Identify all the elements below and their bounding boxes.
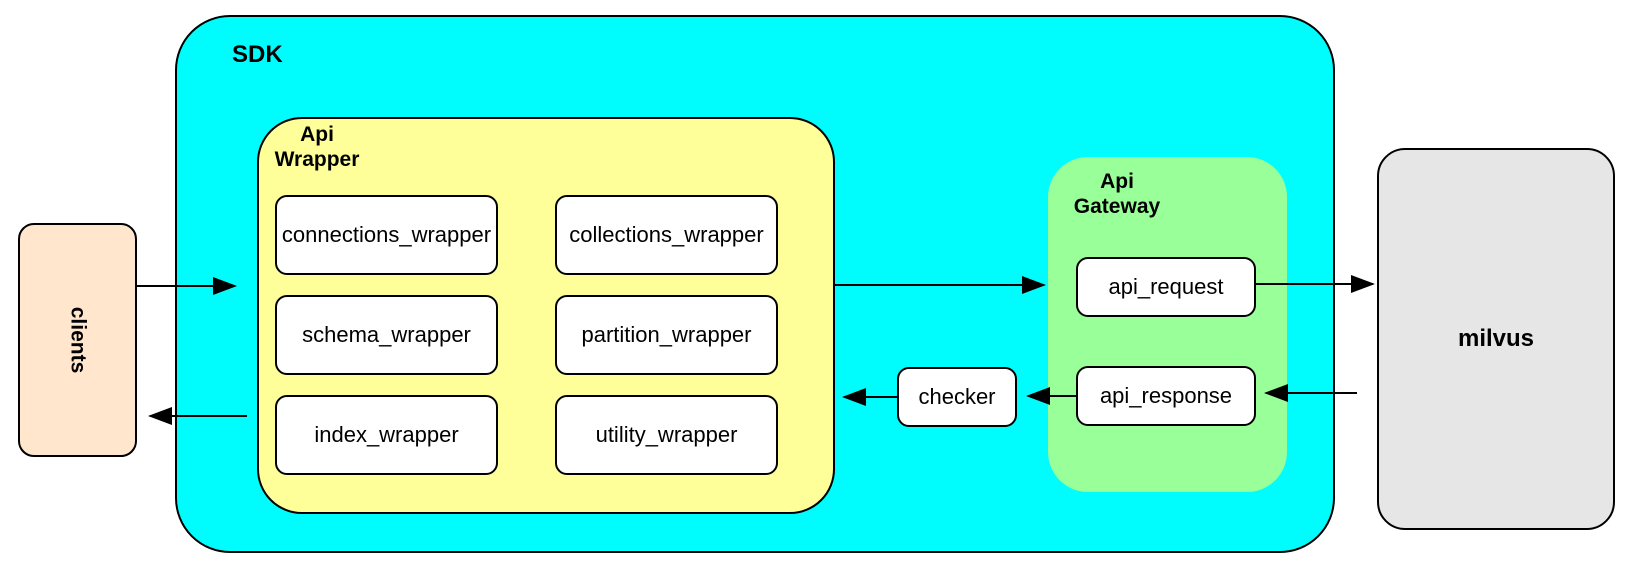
api-response-label: api_response — [1099, 383, 1233, 408]
api-gateway-label-line1: Api — [1100, 170, 1134, 193]
api-wrapper-label-line2: Wrapper — [274, 148, 360, 171]
api-wrapper-label-line1: Api — [300, 123, 334, 146]
api-gateway-label-line2: Gateway — [1073, 195, 1161, 218]
node-collections-wrapper: collections_wrapper — [555, 195, 778, 275]
connections-wrapper-label: connections_wrapper — [281, 222, 492, 247]
sdk-label: SDK — [232, 41, 283, 68]
node-api-request: api_request — [1076, 257, 1256, 317]
node-clients: clients — [18, 223, 137, 457]
utility-wrapper-label: utility_wrapper — [595, 422, 738, 447]
index-wrapper-label: index_wrapper — [314, 422, 459, 447]
api-gateway-label: Api Gateway — [1048, 169, 1186, 219]
schema-wrapper-label: schema_wrapper — [302, 322, 471, 347]
api-request-label: api_request — [1108, 274, 1224, 299]
api-wrapper-label: Api Wrapper — [261, 122, 373, 172]
partition-wrapper-label: partition_wrapper — [581, 322, 752, 347]
node-schema-wrapper: schema_wrapper — [275, 295, 498, 375]
node-api-response: api_response — [1076, 366, 1256, 426]
node-index-wrapper: index_wrapper — [275, 395, 498, 475]
clients-label: clients — [66, 306, 90, 374]
collections-wrapper-label: collections_wrapper — [569, 222, 764, 247]
node-checker: checker — [897, 367, 1017, 427]
milvus-label: milvus — [1457, 325, 1535, 352]
checker-label: checker — [918, 384, 996, 409]
node-api-gateway: Api Gateway — [1048, 157, 1287, 492]
node-utility-wrapper: utility_wrapper — [555, 395, 778, 475]
node-partition-wrapper: partition_wrapper — [555, 295, 778, 375]
node-milvus: milvus — [1377, 148, 1615, 530]
node-connections-wrapper: connections_wrapper — [275, 195, 498, 275]
